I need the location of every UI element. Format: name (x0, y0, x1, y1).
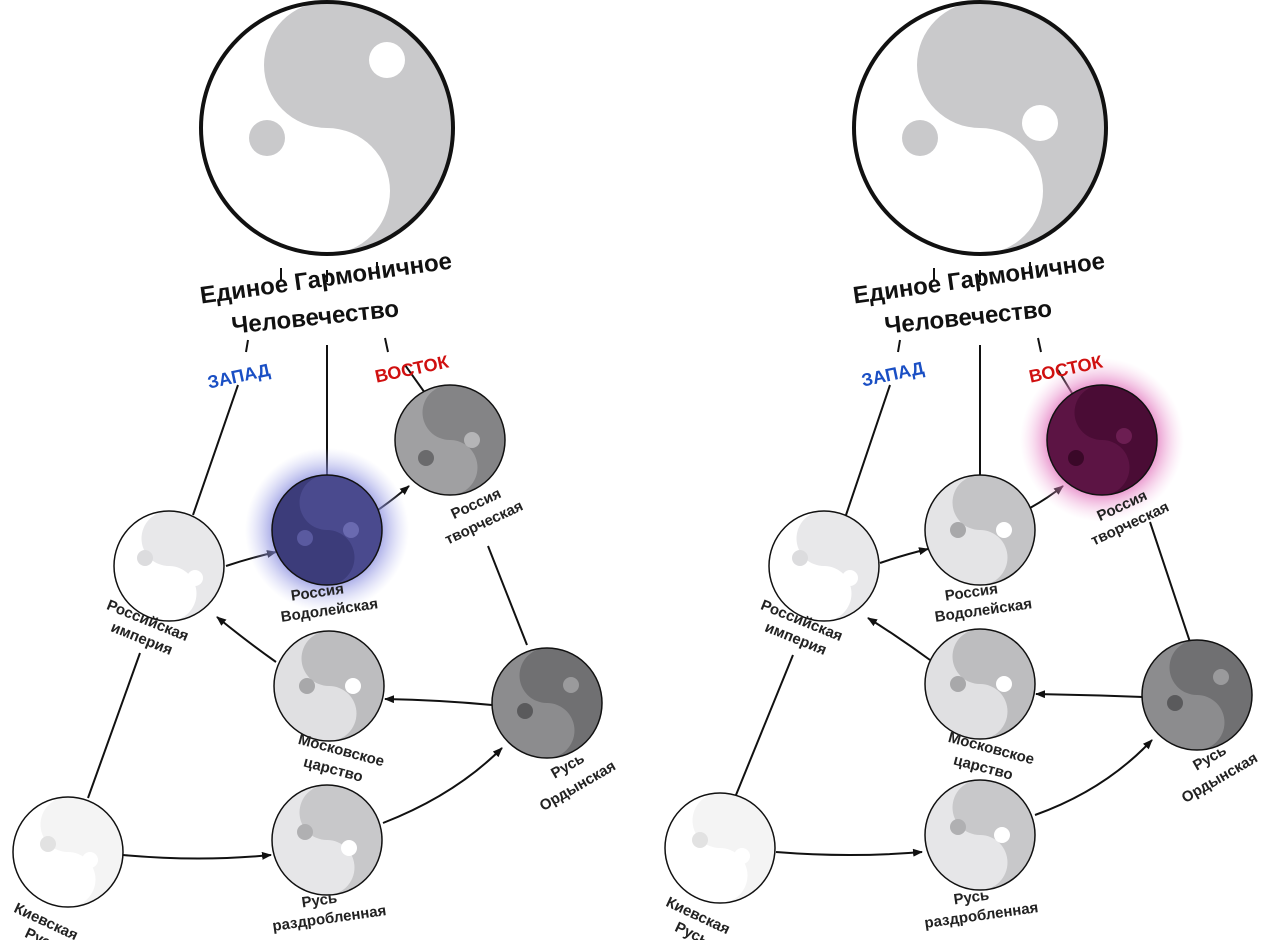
node-horde (491, 647, 603, 759)
node-horde (1141, 639, 1253, 751)
arrow-moscow-empire (867, 617, 931, 661)
west-label: ЗАПАД (860, 358, 926, 391)
line-empire-west (844, 384, 891, 519)
line-creative-east (404, 364, 426, 394)
line-empire-west (192, 384, 239, 516)
node-aquarian-highlighted (271, 474, 383, 586)
node-kiev (12, 796, 124, 908)
line-horde-creative (487, 545, 528, 646)
arrow-empire-aquarian (879, 547, 929, 564)
unity-yin-yang-icon (852, 0, 1108, 256)
node-fragmented (924, 779, 1036, 891)
node-moscow (924, 628, 1036, 740)
east-label: ВОСТОК (373, 351, 451, 386)
unity-yin-yang-icon (199, 0, 455, 256)
label-fragmented-1: Русь (953, 887, 991, 909)
arrow-horde-moscow (384, 695, 493, 706)
node-fragmented (271, 784, 383, 896)
west-label: ЗАПАД (206, 360, 272, 393)
arrow-fragmented-horde (382, 747, 503, 824)
connector-lines (735, 262, 1191, 857)
arrow-fragmented-horde (1034, 739, 1153, 816)
line-kiev-empire (735, 654, 794, 796)
node-empire (113, 510, 225, 622)
line-horde-creative (1149, 521, 1191, 643)
panel-right: Единое Гармоничное Человечество ЗАПАД ВО… (663, 0, 1261, 945)
node-kiev (664, 792, 776, 904)
panel-left: Единое Гармоничное Человечество ЗАПАД ВО… (11, 0, 619, 945)
node-creative (394, 384, 506, 496)
node-empire (768, 510, 880, 622)
arrow-kiev-fragmented (122, 851, 272, 860)
line-kiev-empire (87, 652, 141, 799)
title-line1: Единое Гармоничное (851, 248, 1106, 310)
arrow-horde-moscow (1035, 690, 1144, 699)
label-fragmented-1: Русь (301, 890, 339, 912)
node-aquarian (924, 474, 1036, 586)
arrow-kiev-fragmented (775, 848, 923, 857)
title-line1: Единое Гармоничное (198, 248, 453, 310)
arrow-moscow-empire (216, 616, 277, 663)
node-moscow (273, 630, 385, 742)
node-creative-highlighted (1046, 384, 1158, 496)
